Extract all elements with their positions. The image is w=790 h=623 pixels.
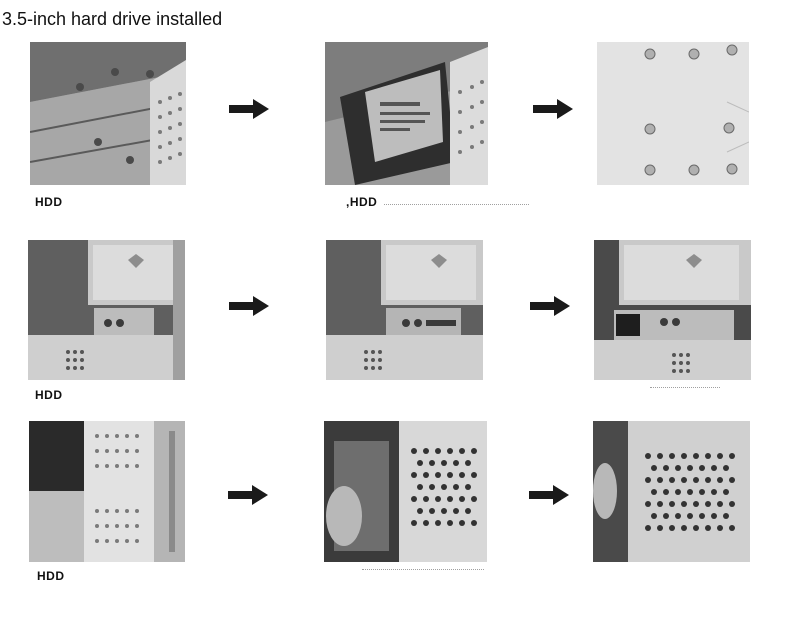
right-arrow-icon [530,296,570,316]
photo-row1-step1 [30,42,186,185]
right-arrow-icon [529,485,569,505]
photo-row2-step3 [594,240,751,380]
photo-row3-step3 [593,421,750,562]
right-arrow-icon [533,99,573,119]
row2-label: HDD [35,388,63,402]
row2-caption-trace [650,387,720,391]
right-arrow-icon [228,485,268,505]
photo-row2-step1 [28,240,185,380]
row1-label-left: HDD [35,195,63,209]
row1-label-mid: ,HDD [346,195,378,209]
row1-caption-trace [384,204,529,208]
row3-caption-trace [362,569,484,573]
row3-label: HDD [37,569,65,583]
photo-row3-step2 [324,421,487,562]
photo-row3-step1 [29,421,185,562]
photo-row2-step2 [326,240,483,380]
right-arrow-icon [229,296,269,316]
right-arrow-icon [229,99,269,119]
photo-row1-step3 [597,42,749,185]
page-title: 3.5-inch hard drive installed [2,9,223,29]
photo-row1-step2 [325,42,488,185]
